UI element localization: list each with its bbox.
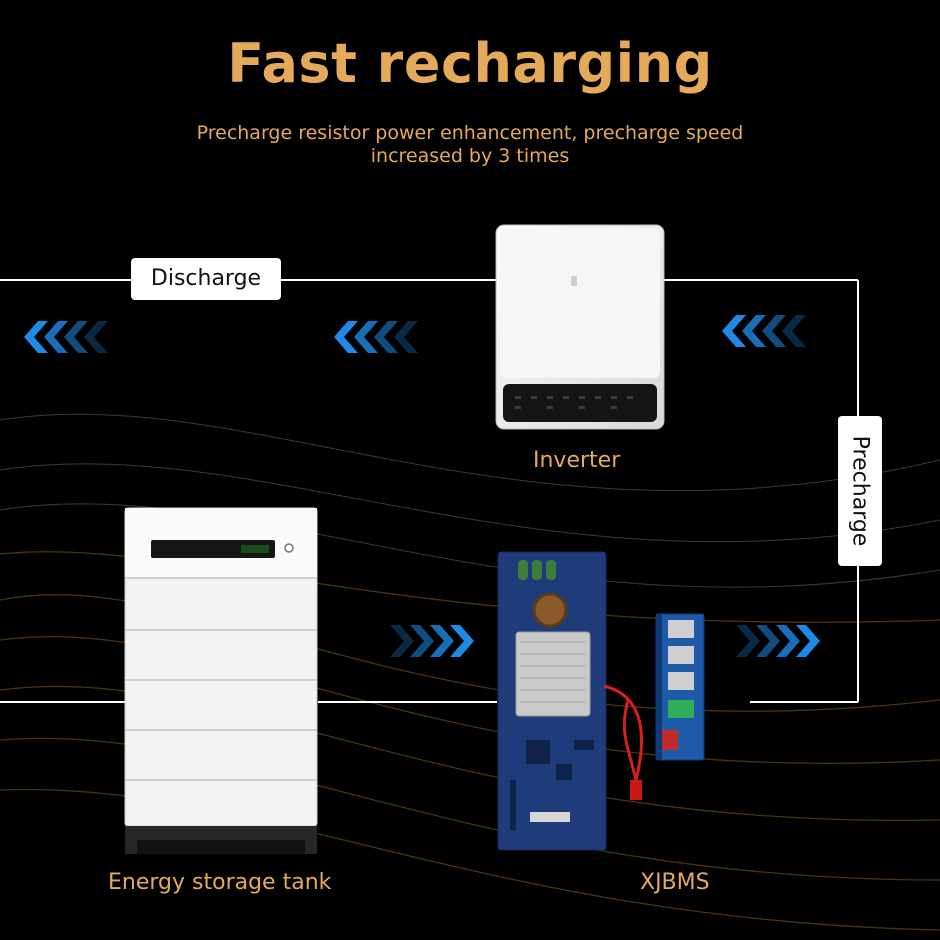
xjbms-image: [497, 551, 705, 851]
inverter-image: [495, 224, 665, 430]
precharge-label: Precharge: [847, 435, 873, 547]
precharge-arrows-right: [736, 625, 820, 657]
chevron-right-icon: [736, 625, 820, 657]
precharge-arrows-left: [390, 625, 474, 657]
discharge-arrows-right: [722, 315, 806, 347]
energy-storage-tank-label: Energy storage tank: [108, 870, 332, 895]
chevron-left-icon: [334, 321, 418, 353]
energy-storage-tank-image: [124, 507, 318, 854]
page-title: Fast recharging: [227, 32, 713, 95]
discharge-arrows-middle: [334, 321, 418, 353]
xjbms-label: XJBMS: [640, 870, 710, 895]
chevron-left-icon: [722, 315, 806, 347]
precharge-tag: Precharge: [838, 416, 882, 566]
page-subtitle: Precharge resistor power enhancement, pr…: [196, 122, 744, 167]
discharge-arrows-left: [24, 321, 108, 353]
discharge-tag: Discharge: [131, 258, 281, 300]
inverter-label: Inverter: [533, 448, 621, 473]
discharge-label: Discharge: [150, 266, 262, 291]
chevron-left-icon: [24, 321, 108, 353]
chevron-right-icon: [390, 625, 474, 657]
